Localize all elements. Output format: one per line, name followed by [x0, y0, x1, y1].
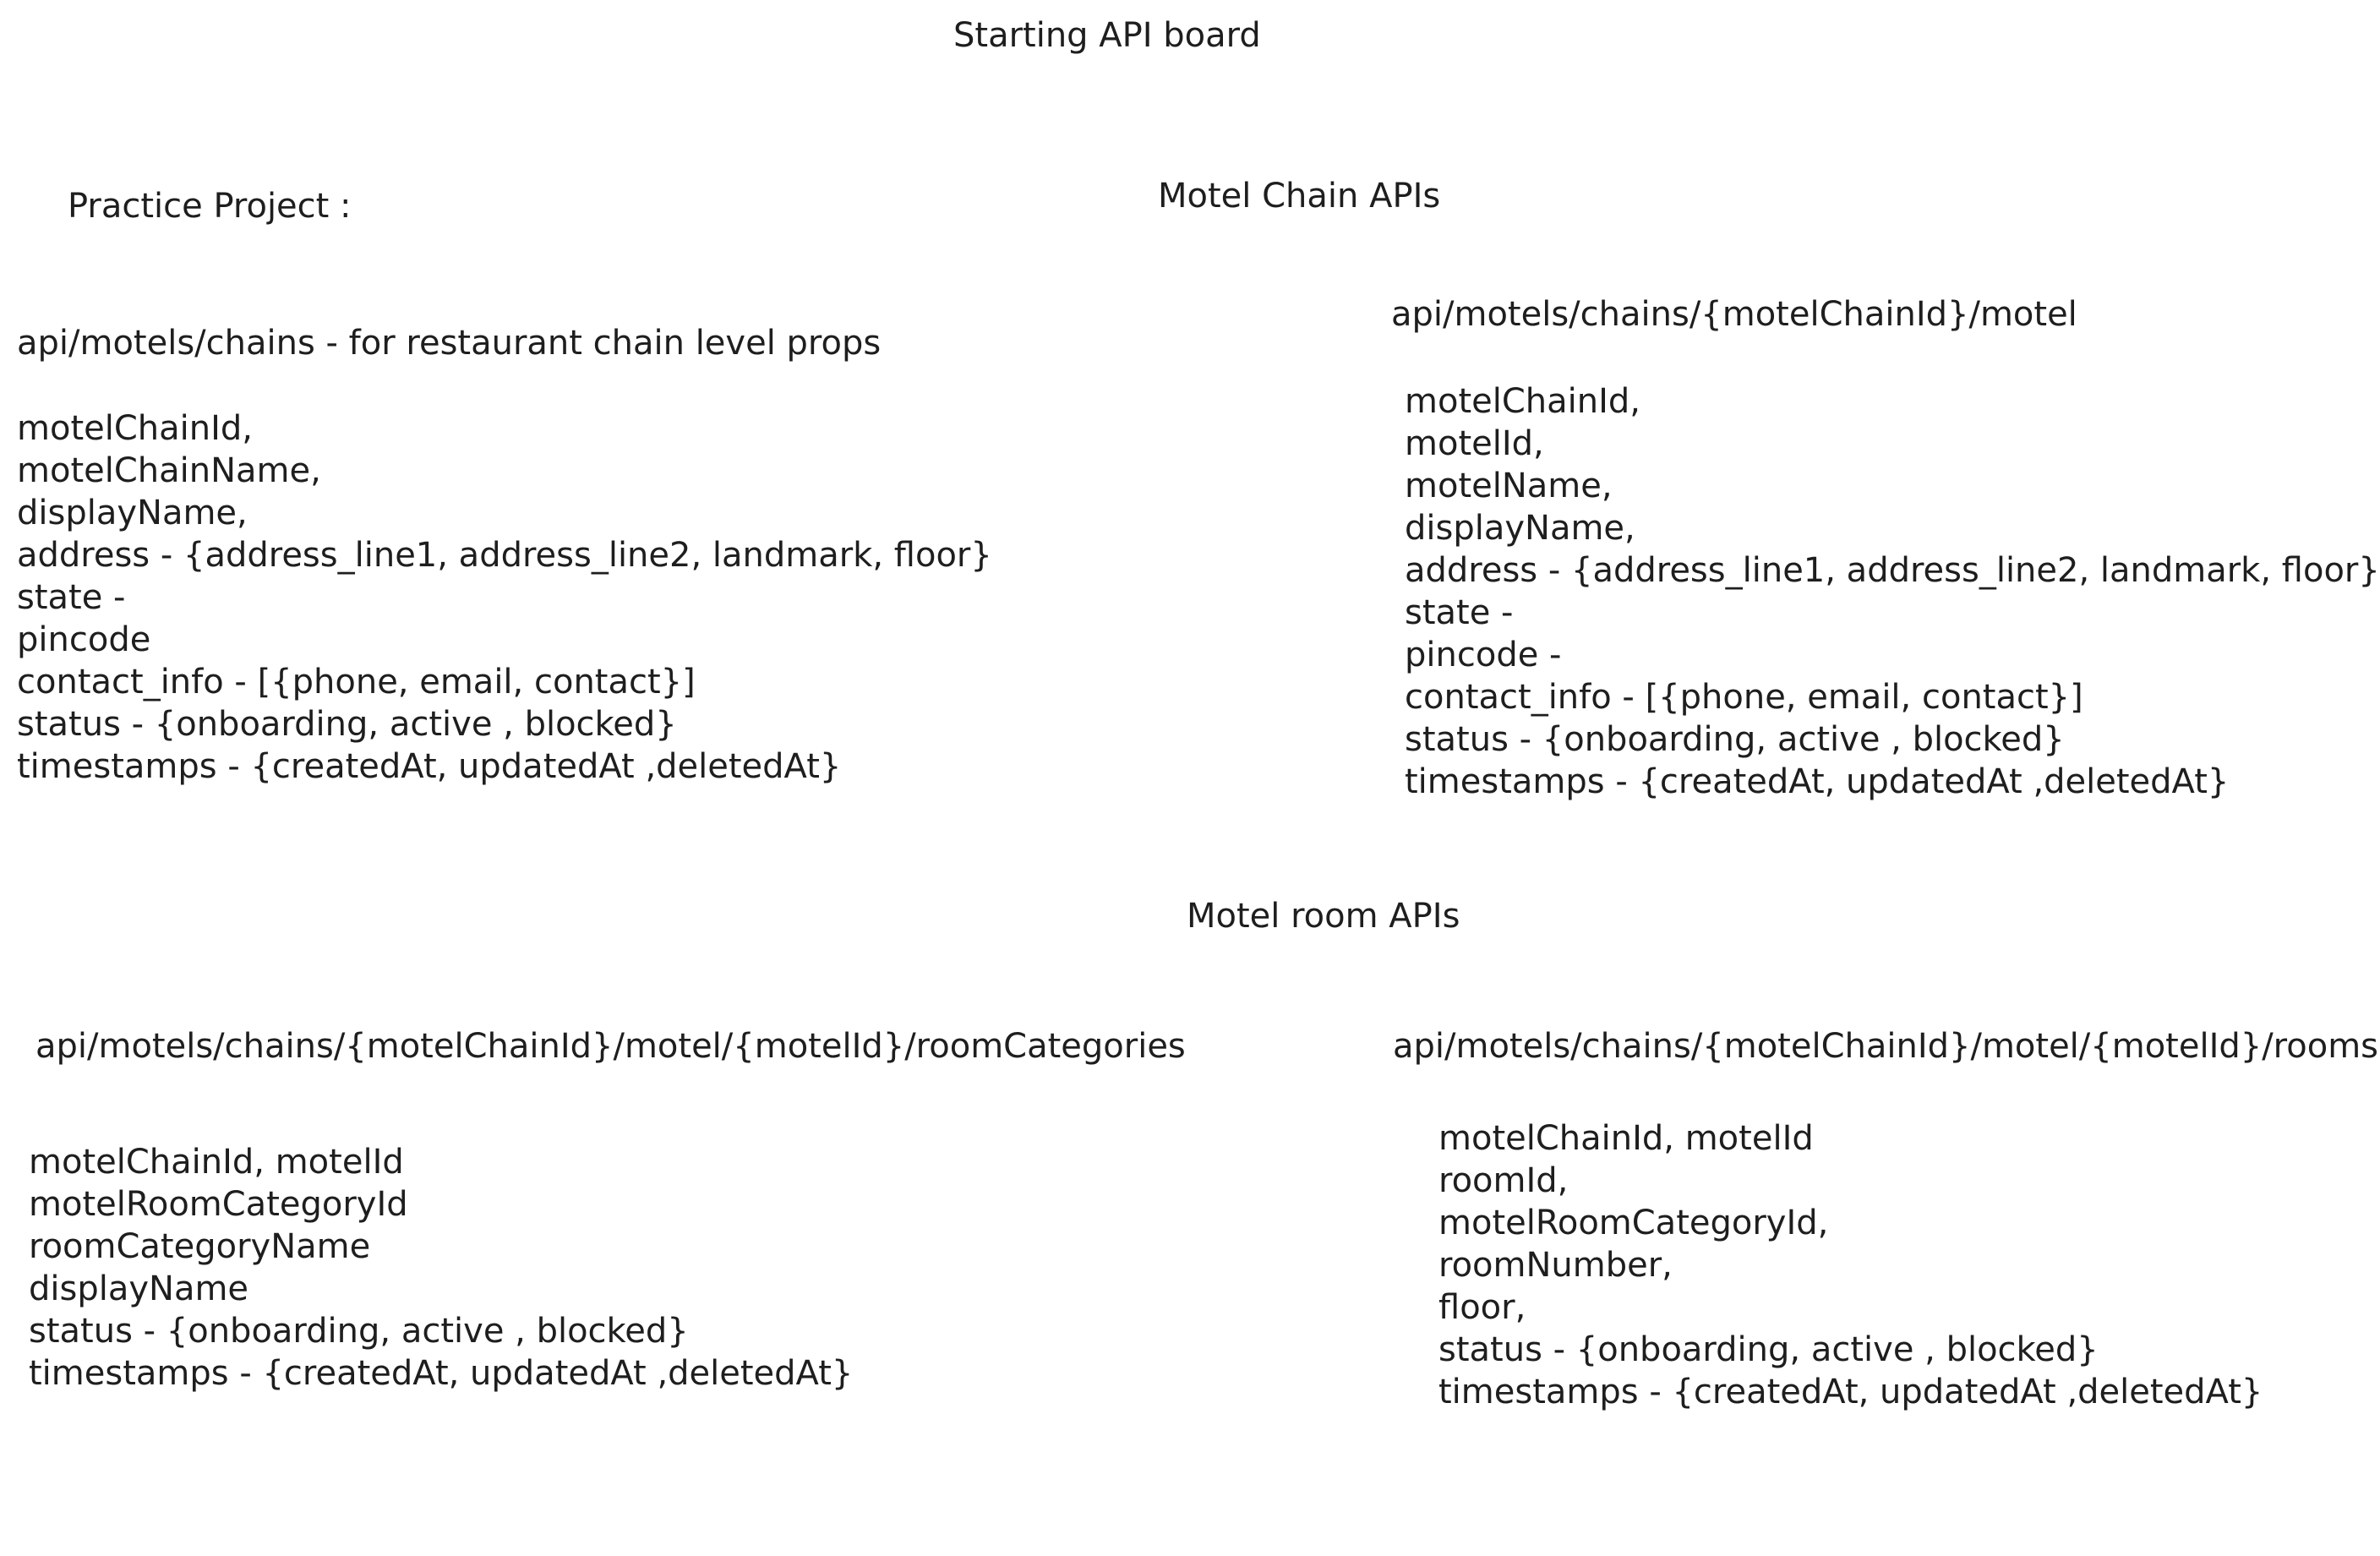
- field-item: motelRoomCategoryId,: [1438, 1204, 1829, 1242]
- endpoint-chains: api/motels/chains - for restaurant chain…: [17, 324, 882, 363]
- field-item: status - {onboarding, active , blocked}: [17, 705, 677, 744]
- endpoint-motel: api/motels/chains/{motelChainId}/motel: [1391, 295, 2077, 334]
- field-item: motelChainId, motelId: [1438, 1119, 1814, 1158]
- field-item: motelName,: [1405, 467, 1613, 505]
- field-item: status - {onboarding, active , blocked}: [1438, 1330, 2099, 1369]
- field-item: motelChainName,: [17, 451, 321, 490]
- field-item: contact_info - [{phone, email, contact}]: [1405, 678, 2083, 717]
- board-title: Starting API board: [953, 16, 1261, 55]
- field-item: state -: [1405, 593, 1514, 632]
- endpoint-room-categories: api/motels/chains/{motelChainId}/motel/{…: [35, 1027, 1186, 1066]
- field-list-motel: motelChainId, motelId, motelName, displa…: [1405, 380, 2380, 803]
- field-list-chains: motelChainId, motelChainName, displayNam…: [17, 407, 992, 788]
- section-heading-motel-chain: Motel Chain APIs: [1158, 177, 1441, 216]
- field-item: roomId,: [1438, 1161, 1569, 1200]
- field-item: displayName,: [1405, 509, 1635, 548]
- field-item: motelRoomCategoryId: [29, 1185, 408, 1224]
- field-item: displayName: [29, 1269, 249, 1308]
- field-item: status - {onboarding, active , blocked}: [29, 1312, 689, 1351]
- field-item: roomCategoryName: [29, 1227, 371, 1266]
- field-item: motelChainId,: [1405, 382, 1641, 421]
- field-item: status - {onboarding, active , blocked}: [1405, 720, 2065, 759]
- field-item: timestamps - {createdAt, updatedAt ,dele…: [1438, 1373, 2263, 1411]
- field-item: state -: [17, 578, 126, 617]
- field-item: contact_info - [{phone, email, contact}]: [17, 663, 696, 702]
- field-item: motelChainId, motelId: [29, 1143, 404, 1182]
- field-list-rooms: motelChainId, motelId roomId, motelRoomC…: [1438, 1117, 2263, 1413]
- field-item: roomNumber,: [1438, 1246, 1673, 1285]
- section-heading-motel-room: Motel room APIs: [1187, 897, 1460, 936]
- field-item: pincode -: [1405, 636, 1562, 674]
- project-label: Practice Project :: [68, 187, 352, 226]
- field-item: displayName,: [17, 494, 248, 532]
- field-item: timestamps - {createdAt, updatedAt ,dele…: [17, 747, 842, 786]
- field-item: address - {address_line1, address_line2,…: [17, 536, 992, 575]
- field-list-room-categories: motelChainId, motelId motelRoomCategoryI…: [29, 1141, 853, 1395]
- field-item: floor,: [1438, 1288, 1526, 1327]
- field-item: timestamps - {createdAt, updatedAt ,dele…: [29, 1354, 854, 1393]
- field-item: motelId,: [1405, 424, 1544, 463]
- field-item: motelChainId,: [17, 409, 254, 448]
- field-item: pincode: [17, 620, 151, 659]
- endpoint-rooms: api/motels/chains/{motelChainId}/motel/{…: [1393, 1027, 2378, 1066]
- field-item: address - {address_line1, address_line2,…: [1405, 551, 2380, 590]
- field-item: timestamps - {createdAt, updatedAt ,dele…: [1405, 762, 2230, 801]
